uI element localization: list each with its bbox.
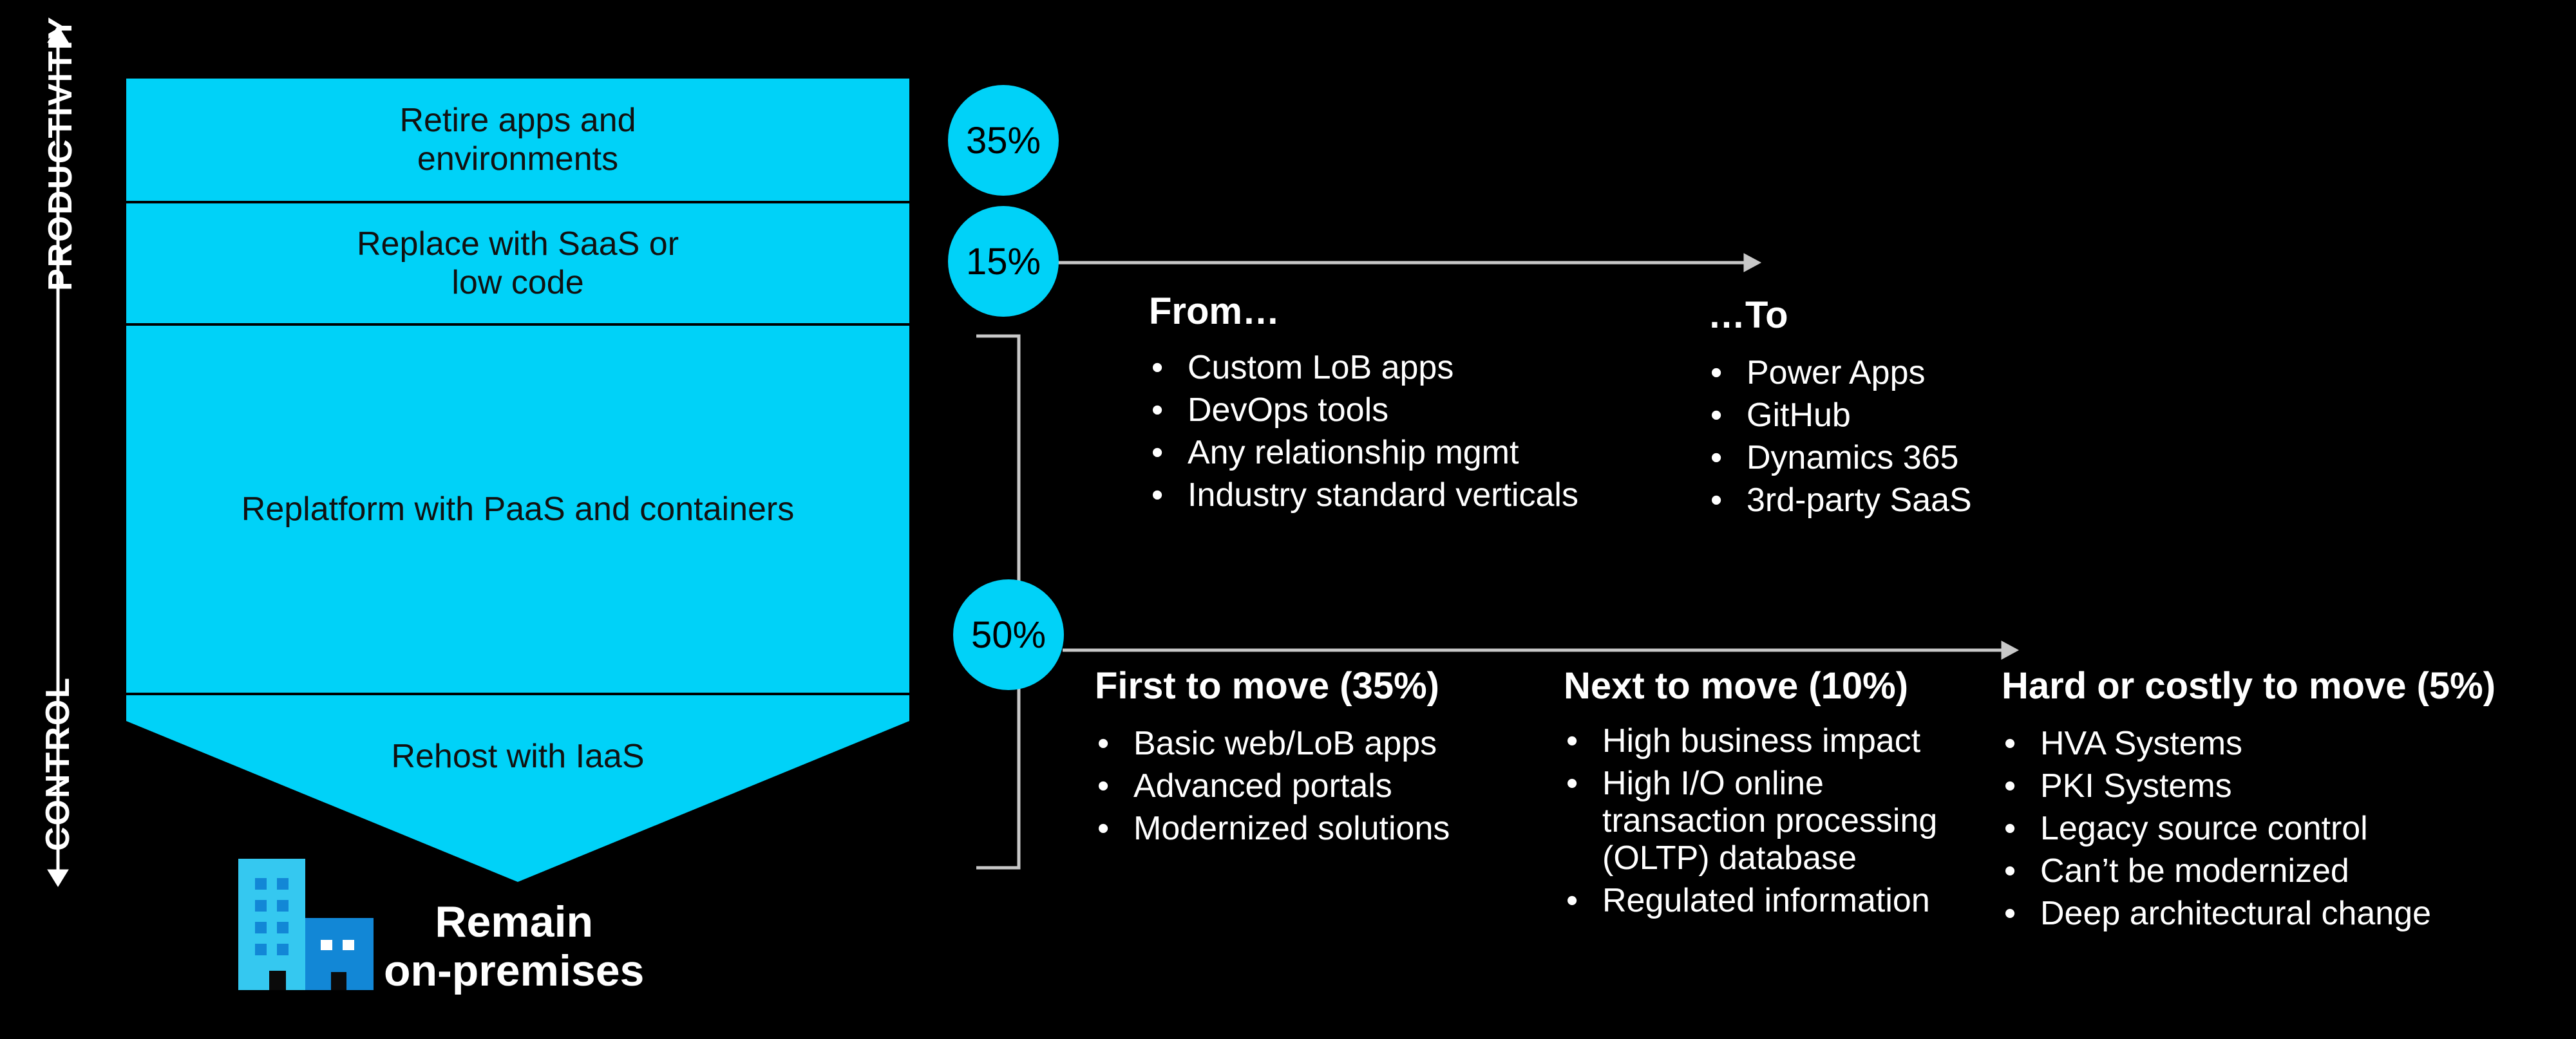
list-item: GitHub (1708, 394, 2094, 436)
list-item: Regulated information (1564, 882, 1976, 919)
list-item: High business impact (1564, 722, 1976, 760)
percent-circle-35: 35% (948, 85, 1059, 196)
arrow-50 (1063, 641, 2020, 660)
band-replace (126, 203, 909, 323)
list-item: Can’t be modernized (2002, 850, 2555, 892)
percent-circle-15: 15% (948, 206, 1059, 317)
building-icon (238, 859, 374, 990)
next-to-move-heading: Next to move (10%) (1564, 665, 1909, 707)
band-label-replatform: Replatform with PaaS and containers (241, 491, 795, 528)
axis-label-control: CONTROL (39, 676, 77, 851)
list-item: 3rd-party SaaS (1708, 479, 2094, 521)
list-item: Custom LoB apps (1149, 346, 1677, 389)
list-item: Modernized solutions (1095, 807, 1520, 850)
band-retire (126, 79, 909, 201)
hard-to-move-heading: Hard or costly to move (5%) (2002, 665, 2496, 707)
remain-on-premises: Remain on-premises (384, 897, 645, 995)
funnel (126, 79, 909, 882)
productivity-control-axis (47, 25, 69, 887)
from-heading: From… (1149, 290, 1280, 332)
list-item: Industry standard verticals (1149, 474, 1677, 516)
band-rehost (126, 695, 909, 882)
list-item: Dynamics 365 (1708, 436, 2094, 479)
list-item: PKI Systems (2002, 765, 2555, 807)
list-item: Basic web/LoB apps (1095, 722, 1520, 765)
next-to-move-list: High business impact High I/O online tra… (1564, 722, 1976, 919)
hard-to-move-list: HVA Systems PKI Systems Legacy source co… (2002, 722, 2555, 935)
axis-label-productivity: PRODUCTIVITIY (42, 15, 79, 291)
band-replatform (126, 326, 909, 693)
list-item: HVA Systems (2002, 722, 2555, 765)
to-list: Power Apps GitHub Dynamics 365 3rd-party… (1708, 351, 2094, 521)
percent-circle-50: 50% (953, 579, 1064, 690)
from-list: Custom LoB apps DevOps tools Any relatio… (1149, 346, 1677, 516)
band-label-rehost: Rehost with IaaS (391, 738, 645, 775)
list-item: Any relationship mgmt (1149, 431, 1677, 474)
list-item: Power Apps (1708, 351, 2094, 394)
list-item: High I/O online transaction processing (… (1564, 765, 1976, 877)
list-item: Deep architectural change (2002, 892, 2555, 935)
first-to-move-list: Basic web/LoB apps Advanced portals Mode… (1095, 722, 1520, 850)
arrow-15 (1056, 253, 1762, 272)
list-item: Advanced portals (1095, 765, 1520, 807)
first-to-move-heading: First to move (35%) (1095, 665, 1439, 707)
list-item: Legacy source control (2002, 807, 2555, 850)
list-item: DevOps tools (1149, 389, 1677, 431)
to-heading: …To (1708, 294, 1788, 336)
